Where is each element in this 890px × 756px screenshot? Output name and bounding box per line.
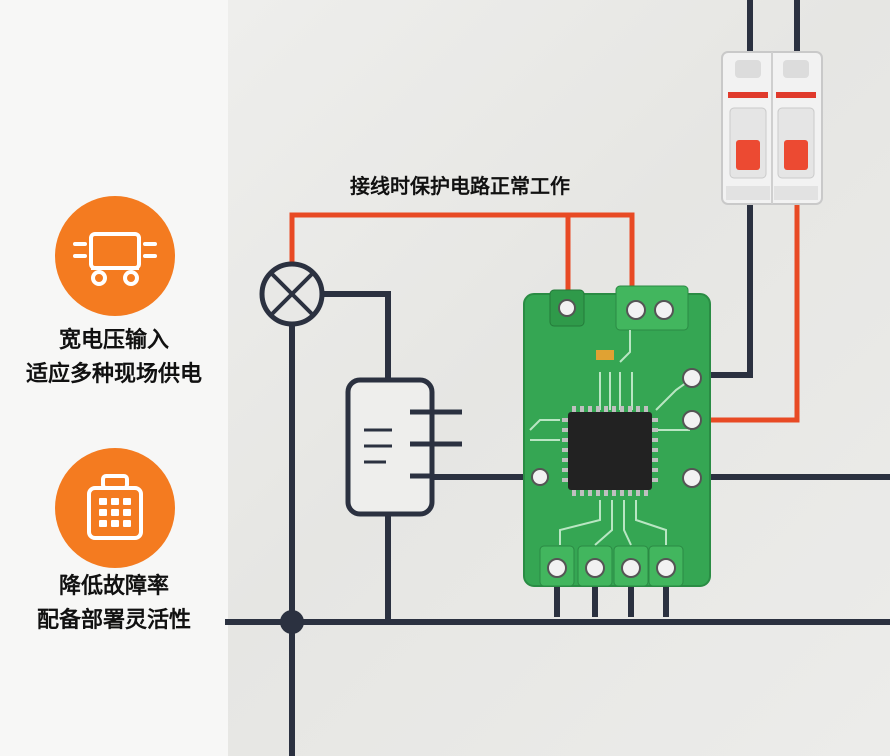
feature-2-line1: 降低故障率: [58, 574, 169, 599]
feature-panel: 宽电压输入 适应多种现场供电 降低故障率 配备部署灵活性: [0, 0, 228, 756]
control-pcb: [523, 285, 711, 587]
live-lamp-loop-wire: [289, 212, 635, 292]
mcu-chip: [568, 412, 652, 490]
circuit-breaker: [721, 51, 823, 205]
breaker-neutral-out: [689, 197, 753, 378]
lamp-symbol: [259, 261, 325, 327]
feature-1-text: 宽电压输入 适应多种现场供电: [0, 324, 228, 392]
feature-2-line2: 配备部署灵活性: [36, 608, 191, 633]
keypad-module-icon: [55, 448, 175, 568]
junction-node: [280, 610, 304, 634]
feature-2-text: 降低故障率 配备部署灵活性: [0, 570, 228, 638]
feature-1-line2: 适应多种现场供电: [25, 362, 202, 387]
breaker-toggle-left: [736, 140, 760, 170]
power-supply-icon: [55, 196, 175, 316]
breaker-toggle-right: [784, 140, 808, 170]
feature-1-line1: 宽电压输入: [58, 328, 169, 353]
breaker-live-out: [692, 200, 800, 423]
wiring-caption: 接线时保护电路正常工作: [350, 174, 570, 198]
power-adapter: [345, 377, 462, 517]
lamp-to-driver-wire: [315, 291, 391, 383]
